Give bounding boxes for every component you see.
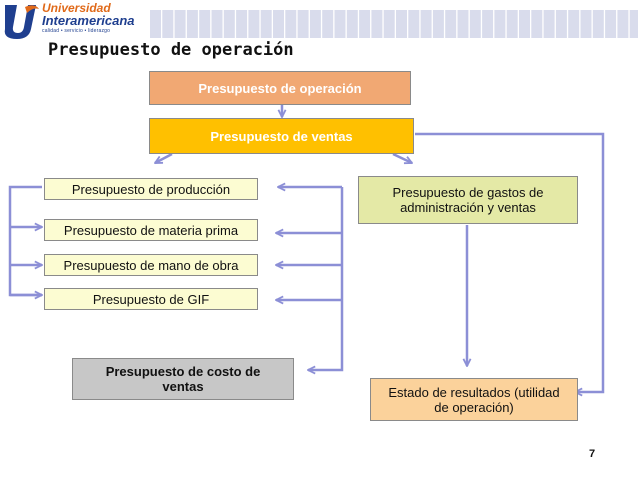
- box-presupuesto-gif: Presupuesto de GIF: [44, 288, 258, 310]
- box-estado-resultados: Estado de resultados (utilidad de operac…: [370, 378, 578, 421]
- logo-mark-icon: [4, 5, 39, 39]
- box-presupuesto-produccion: Presupuesto de producción: [44, 178, 258, 200]
- logo-line1: Universidad: [42, 1, 111, 15]
- header-stripe-cell: [605, 10, 617, 38]
- connector-ventas-estado: [415, 132, 605, 392]
- header-stripe-cell: [506, 10, 518, 38]
- header-stripe-cell: [432, 10, 444, 38]
- header-stripe-cell: [334, 10, 346, 38]
- header-stripe-cell: [580, 10, 592, 38]
- box-costo-ventas-line2: ventas: [162, 379, 204, 394]
- logo-tagline: calidad • servicio • liderazgo: [42, 28, 111, 34]
- header-stripe-cell: [494, 10, 506, 38]
- box-costo-ventas-line1: Presupuesto de costo de: [105, 364, 261, 379]
- box-produccion-label: Presupuesto de producción: [71, 181, 231, 197]
- logo-line2: Interamericana: [42, 13, 135, 28]
- header-stripe-cell: [531, 10, 543, 38]
- box-presupuesto-materia-prima: Presupuesto de materia prima: [44, 219, 258, 241]
- header-stripe-cell: [150, 10, 161, 38]
- connector-ventas-gastos: [392, 152, 412, 165]
- box-gastos-line2: administración y ventas: [400, 200, 536, 215]
- header-stripe: [150, 10, 638, 40]
- box-presupuesto-ventas: Presupuesto de ventas: [149, 118, 414, 154]
- header-stripe-cell: [273, 10, 284, 38]
- header-stripe-cell: [297, 10, 309, 38]
- header-stripe-cell: [346, 10, 358, 38]
- box-presupuesto-costo-ventas: Presupuesto de costo de ventas: [72, 358, 294, 400]
- header-stripe-cell: [211, 10, 223, 38]
- box-ventas-label: Presupuesto de ventas: [210, 128, 353, 144]
- header-stripe-cell: [555, 10, 567, 38]
- header-stripe-cell: [260, 10, 272, 38]
- connector-ventas-produccion: [155, 152, 173, 165]
- header-stripe-cell: [592, 10, 604, 38]
- header-stripe-cell: [186, 10, 198, 38]
- header-stripe-cell: [457, 10, 469, 38]
- header-stripe-cell: [482, 10, 494, 38]
- header-stripe-cell: [383, 10, 395, 38]
- box-presupuesto-operacion: Presupuesto de operación: [149, 71, 411, 105]
- header-stripe-cell: [469, 10, 481, 38]
- header-stripe-cell: [371, 10, 383, 38]
- page-title: Presupuesto de operación: [48, 40, 294, 60]
- header-stripe-cell: [309, 10, 321, 38]
- header-stripe-cell: [359, 10, 371, 38]
- box-estado-line1: Estado de resultados (utilidad: [388, 384, 560, 400]
- header-stripe-cell: [617, 10, 629, 38]
- header-stripe-cell: [519, 10, 530, 38]
- box-presupuesto-mano-obra: Presupuesto de mano de obra: [44, 254, 258, 276]
- header-stripe-cell: [629, 10, 638, 38]
- header-stripe-cell: [162, 10, 174, 38]
- header-stripe-cell: [396, 10, 407, 38]
- box-presupuesto-gastos: Presupuesto de gastos de administración …: [358, 176, 578, 224]
- header-stripe-cell: [236, 10, 248, 38]
- box-materia-prima-label: Presupuesto de materia prima: [63, 222, 239, 238]
- box-operacion-label: Presupuesto de operación: [198, 80, 362, 96]
- box-mano-obra-label: Presupuesto de mano de obra: [63, 257, 239, 273]
- header-stripe-cell: [174, 10, 186, 38]
- header-stripe-cell: [543, 10, 555, 38]
- header-stripe-cell: [445, 10, 457, 38]
- header-stripe-cell: [408, 10, 420, 38]
- header-stripe-cell: [568, 10, 580, 38]
- page-number: 7: [589, 448, 596, 460]
- header-stripe-cell: [248, 10, 260, 38]
- header-stripe-cell: [285, 10, 297, 38]
- box-gastos-line1: Presupuesto de gastos de: [392, 185, 544, 200]
- header-stripe-cell: [199, 10, 211, 38]
- box-gif-label: Presupuesto de GIF: [92, 291, 210, 307]
- connector-right-bracket: [308, 187, 344, 370]
- box-estado-line2: de operación): [434, 399, 514, 415]
- header-stripe-cell: [223, 10, 235, 38]
- header-stripe-cell: [322, 10, 334, 38]
- university-logo: Universidad Interamericana calidad • ser…: [0, 0, 150, 42]
- header-stripe-cell: [420, 10, 432, 38]
- header-stripe-graphic: [150, 10, 638, 38]
- connector-left-bracket: [8, 185, 42, 297]
